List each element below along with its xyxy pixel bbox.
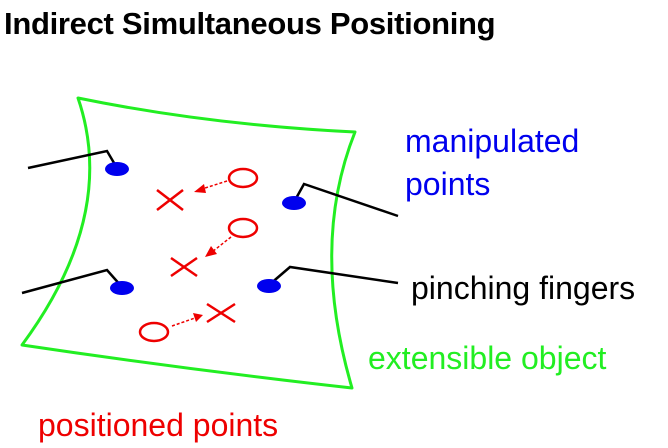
target-position-cross [156,189,184,211]
pinching-fingers-label: pinching fingers [411,270,636,306]
finger-bottom-right [268,265,399,286]
diagram-title: Indirect Simultaneous Positioning [4,6,496,41]
manipulated-point [105,162,129,176]
move-arrow [205,236,232,257]
current-position-circle [227,217,259,239]
manipulated-points-label: manipulated [405,123,580,159]
finger-bottom-left [21,268,123,295]
current-position-circle [138,321,170,343]
manipulated-point [282,196,306,210]
positioned-points-label: positioned points [38,407,279,443]
extensible-object-label: extensible object [368,340,607,376]
finger-top-right [292,182,399,218]
manipulated-point [257,279,281,293]
manipulated-points-label-line2: points [405,166,491,202]
move-arrow [194,180,228,193]
current-position-circle [227,167,259,189]
target-position-cross [206,302,236,324]
finger-top-left [27,149,119,170]
move-arrow [171,313,203,327]
manipulated-point [110,281,134,295]
target-position-cross [170,256,198,278]
extensible-object-outline [20,96,357,390]
